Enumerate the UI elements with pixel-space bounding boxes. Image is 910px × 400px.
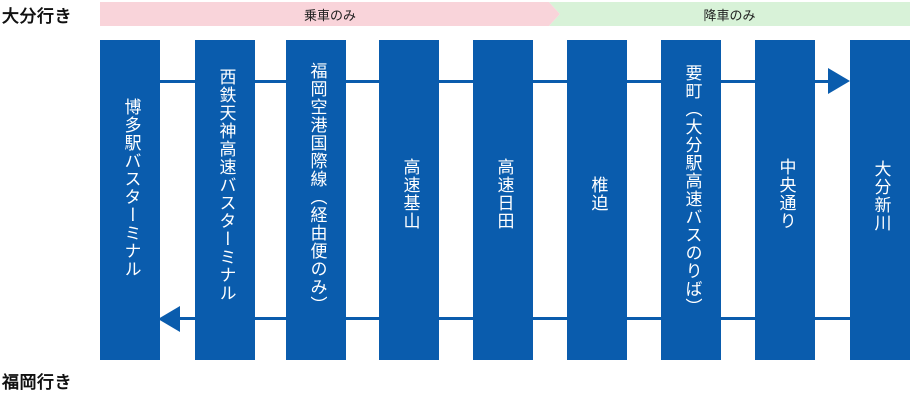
stop-kanamecho: 要町（大分駅高速バスのりば） <box>661 40 721 360</box>
arrow-right-icon <box>828 68 850 94</box>
stop-shiisako: 椎迫 <box>567 40 627 360</box>
stop-name: 高速基山 <box>399 158 420 230</box>
band-top-alighting-only: 降車のみ <box>549 2 910 26</box>
stop-fukuoka-airport-international: 福岡空港国際線（経由便のみ） <box>286 40 346 360</box>
direction-label-fukuoka: 福岡行き <box>2 373 72 393</box>
stop-name: 要町（大分駅高速バスのりば） <box>681 64 702 316</box>
stop-name: 大分新川 <box>870 160 891 232</box>
band-top-alighting-label: 降車のみ <box>703 8 756 24</box>
band-top-boarding-label: 乗車のみ <box>303 8 356 24</box>
arrow-left-icon <box>158 306 180 332</box>
stop-name: 中央通り <box>775 158 796 230</box>
stop-chuo-dori: 中央通り <box>755 40 815 360</box>
stop-name: 高速日田 <box>493 158 514 230</box>
stop-tenjin-bus-terminal: 西鉄天神高速バスターミナル <box>195 40 255 360</box>
stop-oita-shinkawa: 大分新川 <box>850 40 910 360</box>
stop-name: 福岡空港国際線（経由便のみ） <box>306 62 327 314</box>
stop-name: 博多駅バスターミナル <box>120 98 141 278</box>
direction-label-oita: 大分行き <box>2 7 72 27</box>
stop-name: 西鉄天神高速バスターミナル <box>215 68 236 302</box>
stop-name: 椎迫 <box>587 176 608 212</box>
stop-kosoku-kiyama: 高速基山 <box>379 40 439 360</box>
stop-hakata-bus-terminal: 博多駅バスターミナル <box>100 40 160 360</box>
band-top-boarding-only: 乗車のみ <box>100 2 560 26</box>
stop-kosoku-hita: 高速日田 <box>473 40 533 360</box>
